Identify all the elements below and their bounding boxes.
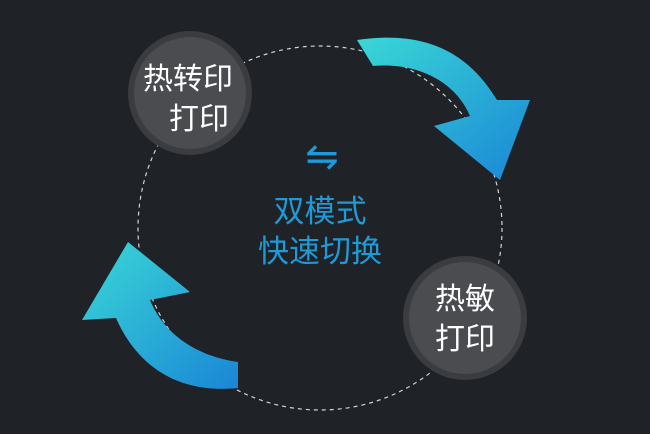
node-label-line1: 热敏 <box>435 282 495 317</box>
dashed-cycle-ring <box>137 45 503 411</box>
cycle-arrow-icon <box>357 37 530 180</box>
node-label-line2: 打印 <box>169 102 229 137</box>
node-label-line1: 热转印 <box>143 62 233 97</box>
center-title-line2: 快速切换 <box>258 234 382 270</box>
cycle-arrow-icon <box>82 242 238 389</box>
switch-arrows-icon: ⇋ <box>305 134 339 180</box>
center-title-line1: 双模式 <box>274 194 367 230</box>
node-thermal-transfer: 热转印 打印 <box>128 31 252 155</box>
node-label-line2: 打印 <box>435 322 495 357</box>
node-thermal-direct: 热敏 打印 <box>403 256 527 380</box>
